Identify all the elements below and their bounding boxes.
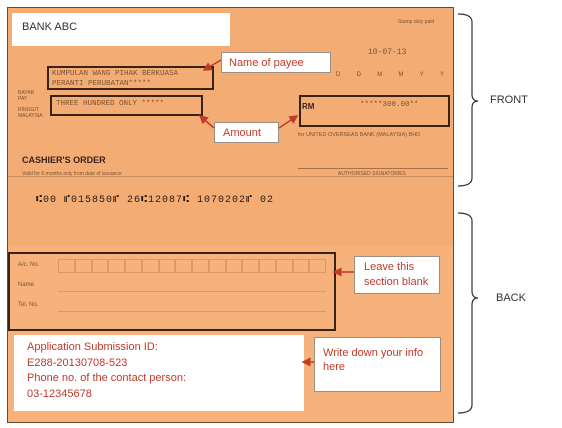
grid-cell [125,259,142,273]
info-line-2: E288-20130708-523 [27,356,128,369]
cheque-title: CASHIER'S ORDER [22,155,106,165]
amount-words: THREE HUNDRED ONLY ***** [56,100,165,108]
signature-line [298,168,448,169]
back-field: Tel. No. [18,302,39,308]
back-grid-cells [58,259,326,325]
date-letters: D D M M Y Y [336,72,444,78]
leave-blank-box [8,252,336,331]
grid-cell [292,259,310,273]
for-bank-text: for UNITED OVERSEAS BANK (MALAYSIA) BHD [298,132,421,138]
date-value: 10-07-13 [368,48,407,57]
grid-cell [242,259,259,273]
stamp-duty-text: Stamp duty paid [398,19,435,25]
micr-line: ⑆00 ⑈015850⑈ 26⑆12087⑆ 1070202⑈ 02 [36,195,275,206]
back-brace [457,212,479,414]
date-letter: Y [419,72,424,78]
date-letter: M [398,72,404,78]
leave-blank-line-1: Leave this [364,261,415,273]
rm-value: *****300.00** [360,101,419,109]
grid-cell [141,259,159,273]
payee-line-2: PERANTI PERUBATAN***** [52,80,152,88]
grid-cell [225,259,243,273]
date-letter: D [336,72,341,78]
rm-label: RM [302,102,315,111]
grid-cell [74,259,92,273]
grid-cell [275,259,293,273]
leave-blank-line-2: section blank [364,276,429,288]
grid-cell [208,259,226,273]
info-line-1: Application Submission ID: [27,341,158,353]
pay-label-2: PAY [18,96,28,102]
info-text: Application Submission ID: E288-20130708… [27,340,186,402]
validity-text: Valid for 6 months only from date of iss… [22,171,122,177]
back-field: Name [18,282,35,288]
amount-text: Amount [223,127,261,139]
back-field: A/c. No. [18,262,40,268]
back-label: BACK [496,292,526,304]
cheque-image: BANK ABC Stamp duty paid 10-07-13 D D M … [7,7,454,423]
grid-cell [175,259,192,273]
grid-row-line [58,311,326,312]
date-letter: M [377,72,383,78]
grid-cell [259,259,276,273]
name-of-payee-text: Name of payee [229,57,304,69]
pay-label: BAYAR PAY [18,90,34,102]
leave-blank-annotation: Leave this section blank [354,256,440,294]
grid-cell [91,259,109,273]
pay-label-1: BAYAR [18,90,35,96]
bank-name: BANK ABC [22,21,78,33]
info-box [14,335,304,411]
front-divider [8,176,453,177]
front-label: FRONT [490,94,528,106]
amount-words-box [50,95,203,116]
amount-label-1: RINGGIT [18,107,39,113]
rm-box [299,95,450,127]
bank-name-box [12,13,230,46]
grid-cell [309,259,326,273]
grid-cell [108,259,125,273]
payee-box [47,66,214,90]
grid-cell [158,259,176,273]
arrow-to-payee [202,59,222,71]
payee-line-1: KUMPULAN WANG PIHAK BERKUASA [52,70,179,78]
amount-label-2: MALAYSIA [18,113,43,119]
amount-label: RINGGIT MALAYSIA [18,107,43,119]
date-letter: Y [439,72,444,78]
back-grid: A/c. No. Name Tel. No. [12,257,328,329]
grid-cell [192,259,209,273]
name-of-payee-label: Name of payee [221,52,331,73]
grid-cell [58,259,75,273]
authorised-text: AUTHORISED SIGNATORIES [338,171,406,177]
write-info-line-1: Write down your info [323,347,424,359]
payee-text: KUMPULAN WANG PIHAK BERKUASA PERANTI PER… [52,69,178,89]
info-line-4: 03-12345678 [27,387,92,400]
front-brace [457,13,479,187]
arrow-to-rm [278,115,299,129]
write-info-line-2: here [323,361,346,373]
date-letter: D [356,72,361,78]
arrow-to-amount-words [198,115,215,129]
info-line-3: Phone no. of the contact person: [27,372,187,384]
write-info-annotation: Write down your info here [314,337,441,392]
grid-row-line [58,291,326,292]
amount-annotation: Amount [214,122,279,143]
cheque-front: BANK ABC Stamp duty paid 10-07-13 D D M … [8,8,453,246]
